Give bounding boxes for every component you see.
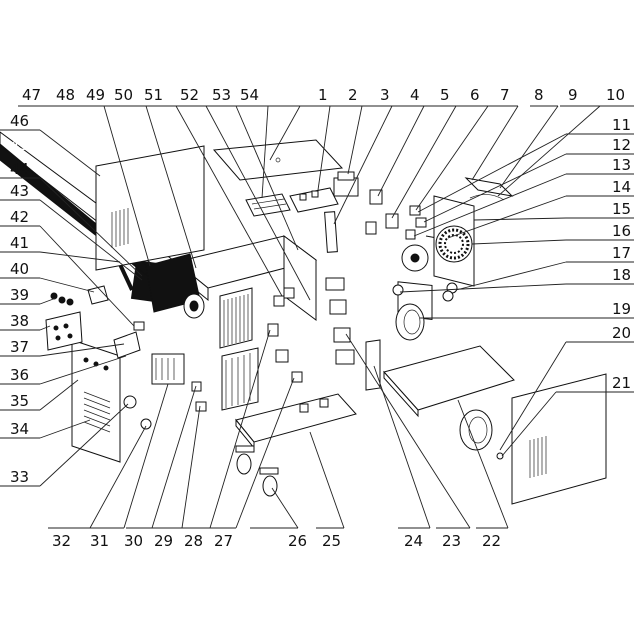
callout-2: 2 xyxy=(348,86,358,104)
callout-22: 22 xyxy=(482,532,501,550)
callout-37: 37 xyxy=(10,338,29,356)
potentiometer-knob xyxy=(87,285,109,305)
callout-45: 45 xyxy=(10,136,29,154)
caster-wheel-front xyxy=(259,467,279,497)
connector-block xyxy=(191,381,202,392)
callout-1: 1 xyxy=(318,86,328,104)
callout-14: 14 xyxy=(612,178,631,196)
callout-3: 3 xyxy=(380,86,390,104)
callout-33: 33 xyxy=(10,468,29,486)
callout-26: 26 xyxy=(288,532,307,550)
rear-wheel-upper xyxy=(395,303,425,341)
callout-29: 29 xyxy=(154,532,173,550)
callout-13: 13 xyxy=(612,156,631,174)
callout-9: 9 xyxy=(568,86,578,104)
callout-10: 10 xyxy=(606,86,625,104)
callout-21: 21 xyxy=(612,374,631,392)
callout-43: 43 xyxy=(10,182,29,200)
auxiliary-transformer xyxy=(333,171,359,197)
callout-47: 47 xyxy=(22,86,41,104)
relay-group xyxy=(365,189,399,235)
callout-38: 38 xyxy=(10,312,29,330)
callout-40: 40 xyxy=(10,260,29,278)
callout-8: 8 xyxy=(534,86,544,104)
callout-54: 54 xyxy=(240,86,259,104)
igbt-modules xyxy=(267,287,303,383)
panel-bracket xyxy=(113,331,141,359)
screw-c xyxy=(66,298,74,306)
callout-15: 15 xyxy=(612,200,631,218)
small-circuit-board xyxy=(245,193,291,217)
callout-12: 12 xyxy=(612,136,631,154)
callout-numbers: 47 48 49 50 51 52 53 54 1 2 3 4 5 6 7 8 … xyxy=(10,86,631,550)
heatsink-upper xyxy=(219,287,253,349)
callout-25: 25 xyxy=(322,532,341,550)
knob-right-b xyxy=(442,290,454,302)
callout-5: 5 xyxy=(440,86,450,104)
callout-30: 30 xyxy=(124,532,143,550)
callout-17: 17 xyxy=(612,244,631,262)
output-socket-b xyxy=(140,418,152,430)
base-tray xyxy=(383,345,515,418)
front-panel xyxy=(71,339,121,463)
rear-panel xyxy=(433,195,475,287)
callout-35: 35 xyxy=(10,392,29,410)
fan-motor xyxy=(183,293,205,319)
callout-28: 28 xyxy=(184,532,203,550)
callout-27: 27 xyxy=(214,532,233,550)
vertical-bracket xyxy=(365,339,381,391)
callout-50: 50 xyxy=(114,86,133,104)
callout-23: 23 xyxy=(442,532,461,550)
screw-b xyxy=(58,296,66,304)
callout-48: 48 xyxy=(56,86,75,104)
caster-wheel-rear xyxy=(235,445,255,475)
insulation-strip xyxy=(324,211,338,253)
callout-31: 31 xyxy=(90,532,109,550)
small-terminal xyxy=(195,401,207,412)
screw-a xyxy=(50,292,58,300)
switch-part xyxy=(409,205,421,216)
callout-4: 4 xyxy=(410,86,420,104)
control-board xyxy=(289,187,339,213)
callout-18: 18 xyxy=(612,266,631,284)
callout-49: 49 xyxy=(86,86,105,104)
right-side-panel xyxy=(496,373,607,505)
callout-32: 32 xyxy=(52,532,71,550)
callout-36: 36 xyxy=(10,366,29,384)
callout-7: 7 xyxy=(500,86,510,104)
callout-11: 11 xyxy=(612,116,631,134)
leader-lines xyxy=(0,105,634,529)
callout-6: 6 xyxy=(470,86,480,104)
callout-39: 39 xyxy=(10,286,29,304)
callout-53: 53 xyxy=(212,86,231,104)
callout-16: 16 xyxy=(612,222,631,240)
callout-42: 42 xyxy=(10,208,29,226)
callout-34: 34 xyxy=(10,420,29,438)
fuse-holder xyxy=(133,321,145,331)
knob-center xyxy=(392,284,404,296)
connector-part xyxy=(405,229,416,240)
callout-20: 20 xyxy=(612,324,631,342)
rectifier-modules xyxy=(325,277,355,365)
heatsink-lower xyxy=(221,347,259,411)
rear-wheel-lower xyxy=(459,409,493,451)
callout-24: 24 xyxy=(404,532,423,550)
callout-41: 41 xyxy=(10,234,29,252)
callout-52: 52 xyxy=(180,86,199,104)
callout-51: 51 xyxy=(144,86,163,104)
front-control-board xyxy=(45,311,83,351)
callout-44: 44 xyxy=(10,160,29,178)
top-cover-plate xyxy=(212,139,344,181)
terminal-part xyxy=(415,217,427,228)
callout-46: 46 xyxy=(10,112,29,130)
left-side-panel xyxy=(95,145,205,271)
main-transformer xyxy=(151,353,185,385)
callout-19: 19 xyxy=(612,300,631,318)
